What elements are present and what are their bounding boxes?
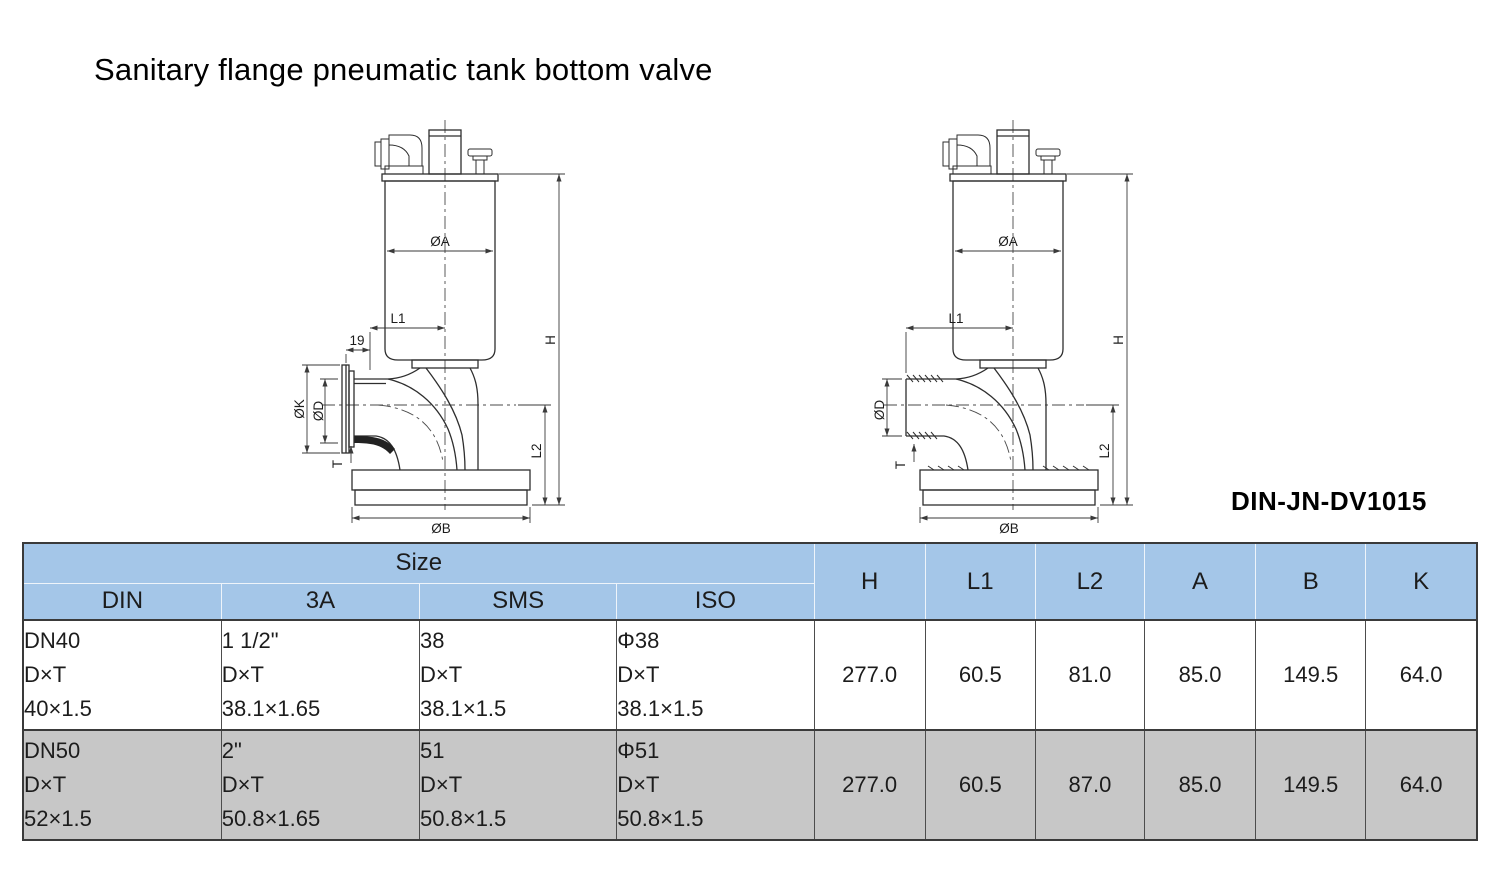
clamp-ferrule <box>341 364 355 454</box>
col-header-a: A <box>1143 542 1257 621</box>
table-row-dn50: DN50 D×T 52×1.5 2" D×T 50.8×1.65 51 D×T … <box>22 729 1478 841</box>
col-header-sms: SMS <box>419 582 618 621</box>
cell-line: 50.8×1.65 <box>221 806 321 831</box>
cell-l1: 60.5 <box>924 729 1036 841</box>
cell-line: 50.8×1.5 <box>617 806 704 831</box>
col-header-iso: ISO <box>616 582 815 621</box>
actuator-body <box>949 173 1067 369</box>
base-flange <box>919 469 1099 506</box>
cell-line: DN50 <box>24 738 81 763</box>
cell-b: 149.5 <box>1255 619 1367 731</box>
dimension-lines <box>302 173 565 523</box>
page-title: Sanitary flange pneumatic tank bottom va… <box>94 52 713 87</box>
cell-line: 38 <box>420 628 445 653</box>
col-header-h: H <box>813 542 926 621</box>
cell-sms: 51 D×T 50.8×1.5 <box>419 729 618 841</box>
cell-line: 52×1.5 <box>24 806 92 831</box>
cell-line: 50.8×1.5 <box>420 806 507 831</box>
specs-table: Size H L1 L2 A B K DIN 3A SMS ISO DN40 D… <box>22 542 1478 841</box>
dim-label-t: T <box>330 460 345 468</box>
cell-line: D×T <box>420 662 463 687</box>
breather-fitting <box>467 148 493 175</box>
cell-line: 51 <box>420 738 445 763</box>
cell-line: D×T <box>617 772 660 797</box>
cell-l1: 60.5 <box>924 619 1036 731</box>
dim-label-h: H <box>1111 335 1126 345</box>
cell-line: D×T <box>617 662 660 687</box>
dim-label-phi-k: ØK <box>292 399 307 419</box>
cell-din: DN40 D×T 40×1.5 <box>22 619 222 731</box>
cell-line: D×T <box>221 772 264 797</box>
col-header-k: K <box>1365 542 1478 621</box>
cell-3a: 1 1/2" D×T 38.1×1.65 <box>220 619 421 731</box>
cell-line: D×T <box>24 662 67 687</box>
cell-k: 64.0 <box>1365 729 1478 841</box>
cell-sms: 38 D×T 38.1×1.5 <box>419 619 618 731</box>
dim-label-h: H <box>543 335 558 345</box>
cell-iso: Φ51 D×T 50.8×1.5 <box>616 729 815 841</box>
dim-label-phi-d: ØD <box>311 401 326 422</box>
col-header-b: B <box>1255 542 1367 621</box>
dim-label-phi-b: ØB <box>999 521 1019 536</box>
dim-label-19: 19 <box>349 333 364 348</box>
dim-label-phi-b: ØB <box>431 521 451 536</box>
valve-drawing-clamp-end: ØA L1 19 ØK ØD T H L2 ØB <box>292 120 565 536</box>
valve-body <box>905 367 1047 471</box>
cell-b: 149.5 <box>1255 729 1367 841</box>
dim-label-phi-a: ØA <box>430 234 450 249</box>
cell-l2: 81.0 <box>1034 619 1145 731</box>
dim-label-phi-d: ØD <box>872 400 887 421</box>
dim-label-phi-a: ØA <box>998 234 1018 249</box>
cell-line: 40×1.5 <box>24 696 92 721</box>
cell-line: D×T <box>420 772 463 797</box>
cell-l2: 87.0 <box>1034 729 1145 841</box>
col-header-din: DIN <box>22 582 222 621</box>
cell-din: DN50 D×T 52×1.5 <box>22 729 222 841</box>
table-row-dn40: DN40 D×T 40×1.5 1 1/2" D×T 38.1×1.65 38 … <box>22 619 1478 731</box>
cell-line: D×T <box>24 772 67 797</box>
cell-line: 2" <box>221 738 242 763</box>
valve-body <box>354 367 479 471</box>
weld-end-hatching <box>906 374 1090 471</box>
col-header-l2: L2 <box>1034 542 1145 621</box>
model-number: DIN-JN-DV1015 <box>1231 486 1427 516</box>
cell-line: 38.1×1.65 <box>221 696 321 721</box>
cell-line: 38.1×1.5 <box>617 696 704 721</box>
dim-label-t: T <box>893 461 908 469</box>
cell-a: 85.0 <box>1143 619 1257 731</box>
centerlines <box>884 120 1084 510</box>
breather-fitting <box>1035 148 1061 175</box>
cell-line: Φ38 <box>617 628 660 653</box>
cell-k: 64.0 <box>1365 619 1478 731</box>
dimension-labels: ØA L1 ØD T H L2 ØB <box>872 234 1126 536</box>
cell-3a: 2" D×T 50.8×1.65 <box>220 729 421 841</box>
actuator-body <box>381 173 499 369</box>
size-header: Size <box>22 542 815 584</box>
col-header-l1: L1 <box>924 542 1036 621</box>
dimension-lines <box>882 173 1133 523</box>
cell-iso: Φ38 D×T 38.1×1.5 <box>616 619 815 731</box>
dim-label-l2: L2 <box>1097 443 1112 458</box>
cell-h: 277.0 <box>813 619 926 731</box>
valve-drawing-weld-end: ØA L1 ØD T H L2 ØB <box>872 120 1133 536</box>
base-flange <box>351 469 531 506</box>
cell-line: Φ51 <box>617 738 660 763</box>
cell-line: 38.1×1.5 <box>420 696 507 721</box>
dim-label-l1: L1 <box>390 311 405 326</box>
cell-h: 277.0 <box>813 729 926 841</box>
col-header-3a: 3A <box>220 582 421 621</box>
air-elbow-fitting <box>942 134 992 175</box>
cell-line: D×T <box>221 662 264 687</box>
cell-line: DN40 <box>24 628 81 653</box>
cell-a: 85.0 <box>1143 729 1257 841</box>
cell-line: 1 1/2" <box>221 628 279 653</box>
air-elbow-fitting <box>374 134 424 175</box>
dim-label-l2: L2 <box>529 443 544 458</box>
dimension-labels: ØA L1 19 ØK ØD T H L2 ØB <box>292 234 558 536</box>
dim-label-l1: L1 <box>948 311 963 326</box>
